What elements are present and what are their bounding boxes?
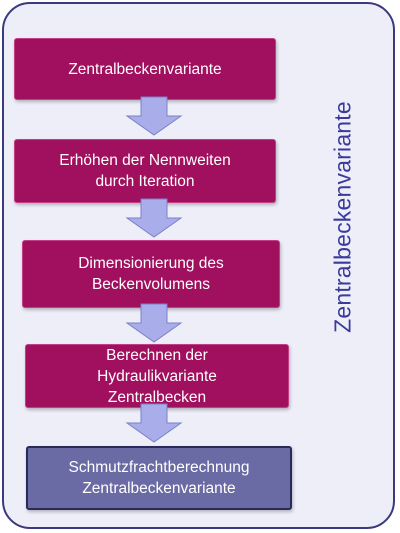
down-arrow-2 [125,198,183,238]
step-box-1: Zentralbeckenvariante [14,38,276,100]
step-text-1: Zentralbeckenvariante [68,60,222,78]
down-arrow-3 [125,303,183,343]
side-label-text: Zentralbeckenvariante [329,101,356,333]
down-arrow-1 [125,96,183,136]
down-arrow-4 [125,403,183,443]
